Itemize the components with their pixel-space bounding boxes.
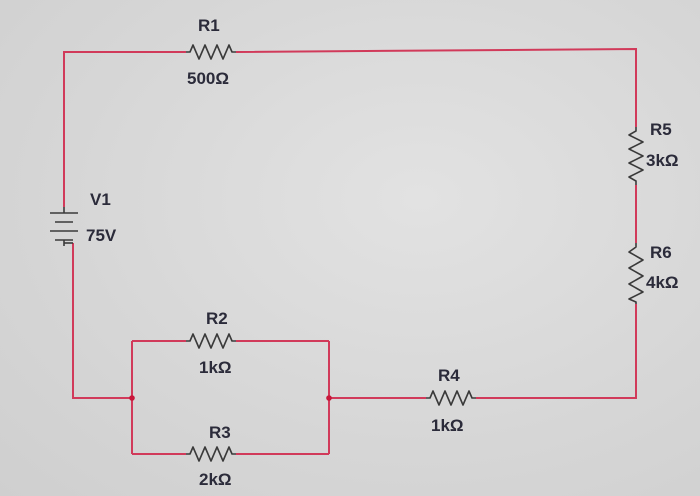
r3-name-label: R3: [209, 423, 231, 442]
wires: [63, 47, 637, 455]
r4-value-label: 1kΩ: [431, 416, 464, 435]
junction-node-right: [326, 395, 332, 401]
junction-node-left: [129, 395, 135, 401]
v1-value-label: 75V: [86, 226, 117, 245]
r5-value-label: 3kΩ: [646, 151, 679, 170]
resistor-r5-symbol: [628, 127, 644, 185]
resistor-r1-symbol: [186, 44, 236, 60]
resistor-r6-symbol: [628, 243, 644, 304]
r4-name-label: R4: [438, 366, 460, 385]
r3-value-label: 2kΩ: [199, 470, 232, 489]
r1-value-label: 500Ω: [187, 69, 229, 88]
resistor-r2-symbol: [186, 333, 236, 349]
resistor-r4-symbol: [426, 390, 476, 406]
wire-left-top: [63, 51, 186, 207]
v1-name-label: V1: [90, 190, 111, 209]
r6-name-label: R6: [650, 243, 672, 262]
r5-name-label: R5: [650, 120, 672, 139]
r2-value-label: 1kΩ: [199, 358, 232, 377]
wire-top: [235, 47, 637, 127]
wire-right-bottom: [476, 304, 637, 399]
r6-value-label: 4kΩ: [646, 273, 679, 292]
r1-name-label: R1: [198, 16, 220, 35]
r2-name-label: R2: [206, 309, 228, 328]
battery-v1: [50, 207, 78, 246]
resistor-r3-symbol: [186, 446, 236, 462]
wire-left-bottom: [72, 243, 132, 399]
